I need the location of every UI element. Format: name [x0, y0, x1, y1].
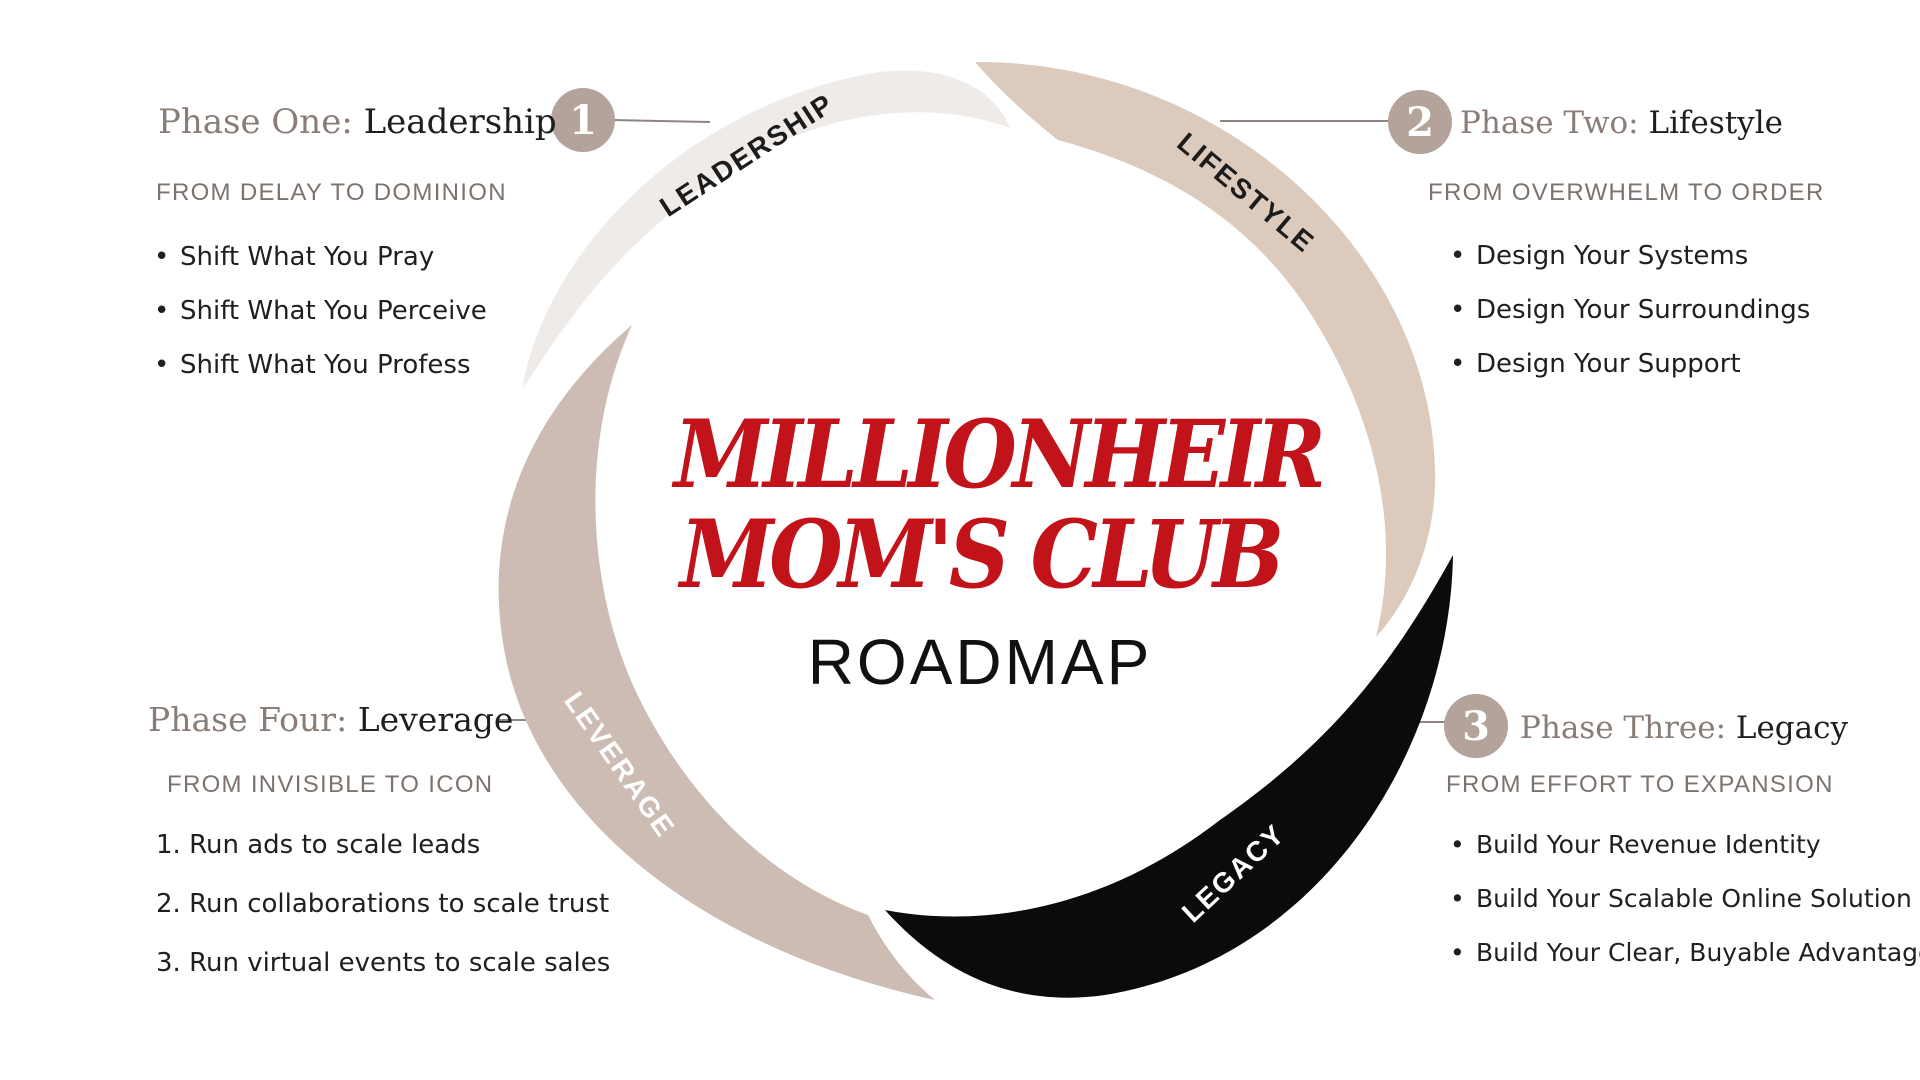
- phase-4-title: Phase Four: Leverage: [148, 698, 513, 742]
- connector-line-phase-1: [611, 119, 711, 123]
- center-subtitle: ROADMAP: [807, 626, 1153, 698]
- list-item: •Shift What You Pray: [154, 242, 435, 272]
- list-item-number: 2.: [156, 889, 181, 919]
- list-item-text: Design Your Support: [1476, 349, 1741, 379]
- phase-4-list: 1. Run ads to scale leads 2. Run collabo…: [156, 816, 610, 993]
- phase-3-subtitle: FROM EFFORT TO EXPANSION: [1446, 771, 1834, 798]
- phase-2-badge: 2: [1388, 90, 1452, 154]
- arc-lifestyle: [975, 61, 1436, 637]
- phase-2-prefix: Phase Two:: [1460, 105, 1639, 141]
- list-item: •Shift What You Profess: [154, 350, 471, 380]
- center-title-line-2: MOM'S CLUB: [680, 500, 1284, 610]
- phase-1-badge: 1: [551, 88, 615, 152]
- list-item-number: 3.: [156, 948, 181, 978]
- phase-4-name: Leverage: [357, 700, 514, 739]
- phase-1-name: Leadership: [363, 102, 557, 142]
- list-item-text: Run virtual events to scale sales: [189, 948, 611, 978]
- phase-4-prefix: Phase Four:: [148, 700, 348, 739]
- list-item-text: Design Your Surroundings: [1476, 295, 1811, 325]
- phase-1-title: Phase One: Leadership: [158, 100, 557, 144]
- list-item: 2. Run collaborations to scale trust: [156, 875, 610, 934]
- list-item: •Design Your Systems: [1450, 241, 1749, 271]
- list-item: •Build Your Revenue Identity: [1450, 830, 1821, 859]
- list-item-text: Build Your Scalable Online Solution: [1476, 884, 1912, 913]
- phase-3-number: 3: [1462, 703, 1490, 750]
- phase-1-prefix: Phase One:: [158, 102, 353, 142]
- phase-1-subtitle: FROM DELAY TO DOMINION: [156, 179, 507, 206]
- phase-2-list: •Design Your Systems •Design Your Surrou…: [1450, 229, 1810, 391]
- phase-3-list: •Build Your Revenue Identity •Build Your…: [1450, 818, 1920, 980]
- phase-3-badge: 3: [1444, 694, 1508, 758]
- list-item: •Design Your Support: [1450, 349, 1741, 379]
- phase-2-name: Lifestyle: [1648, 105, 1783, 141]
- arc-leadership: [522, 70, 1010, 390]
- list-item-text: Design Your Systems: [1476, 241, 1749, 271]
- list-item: •Design Your Surroundings: [1450, 295, 1811, 325]
- center-title-line-1: MILLIONHEIR: [674, 400, 1326, 510]
- phase-3-name: Legacy: [1735, 710, 1849, 746]
- phase-2-subtitle: FROM OVERWHELM TO ORDER: [1428, 179, 1825, 206]
- list-item: •Build Your Clear, Buyable Advantage: [1450, 926, 1920, 980]
- phase-2-title: Phase Two: Lifestyle: [1460, 101, 1783, 145]
- list-item: •Shift What You Perceive: [154, 296, 487, 326]
- list-item-text: Shift What You Pray: [180, 242, 435, 272]
- list-item-text: Run collaborations to scale trust: [189, 889, 610, 919]
- list-item: 1. Run ads to scale leads: [156, 816, 610, 875]
- list-item-text: Build Your Clear, Buyable Advantage: [1476, 938, 1920, 967]
- phase-1-number: 1: [569, 97, 597, 144]
- list-item-text: Shift What You Perceive: [180, 296, 487, 326]
- arc-legacy: [885, 555, 1453, 998]
- list-item-text: Build Your Revenue Identity: [1476, 830, 1821, 859]
- list-item-number: 1.: [156, 830, 181, 860]
- phase-4-subtitle: FROM INVISIBLE TO ICON: [167, 771, 494, 798]
- list-item: 3. Run virtual events to scale sales: [156, 934, 610, 993]
- list-item-text: Run ads to scale leads: [189, 830, 481, 860]
- phase-3-title: Phase Three: Legacy: [1520, 706, 1848, 750]
- phase-3-prefix: Phase Three:: [1520, 710, 1727, 746]
- list-item-text: Shift What You Profess: [180, 350, 471, 380]
- phase-1-list: •Shift What You Pray •Shift What You Per…: [154, 230, 487, 392]
- arc-leverage: [498, 325, 935, 1000]
- list-item: •Build Your Scalable Online Solution: [1450, 884, 1912, 913]
- phase-2-number: 2: [1406, 99, 1434, 146]
